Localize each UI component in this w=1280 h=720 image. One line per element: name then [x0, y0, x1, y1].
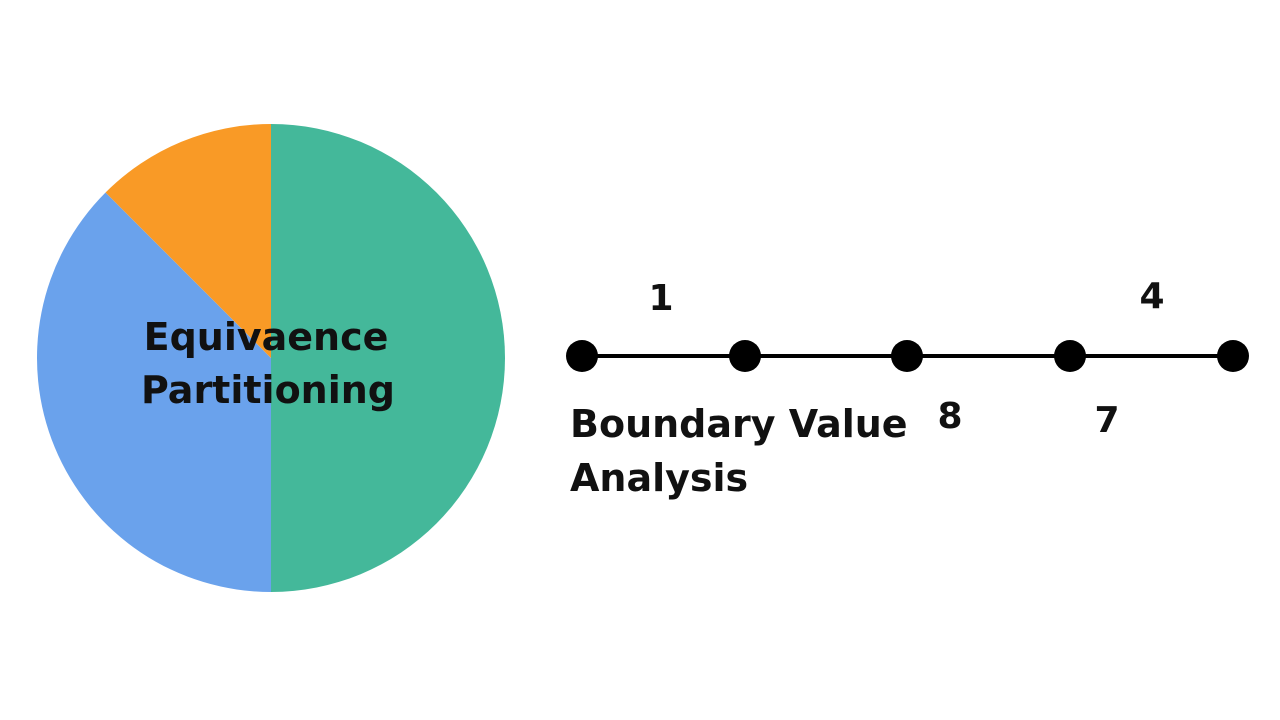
boundary-value-analysis-label: Boundary Value Analysis [570, 402, 908, 500]
number-line-point [729, 340, 761, 372]
number-line-point [891, 340, 923, 372]
number-label-above-2: 4 [1139, 276, 1164, 317]
number-label-below-2: 7 [1094, 400, 1119, 441]
pie-slice-green [271, 124, 505, 592]
boundary-value-number-line: 1 4 8 7 [566, 276, 1249, 441]
number-line-point [1054, 340, 1086, 372]
pie-slice-orange [105, 124, 271, 358]
bva-label-line-2: Analysis [570, 456, 748, 500]
number-line-point [1217, 340, 1249, 372]
bva-label-line-1: Boundary Value [570, 402, 908, 446]
number-label-above-1: 1 [648, 278, 673, 319]
pie-label-line-1: Equivaence [144, 315, 389, 359]
equivalence-partitioning-pie: Equivaence Partitioning [36, 124, 505, 592]
number-label-below-1: 8 [937, 396, 962, 437]
number-line-point [566, 340, 598, 372]
pie-label-line-2: Partitioning [141, 368, 395, 412]
pie-slice-blue [36, 192, 271, 592]
